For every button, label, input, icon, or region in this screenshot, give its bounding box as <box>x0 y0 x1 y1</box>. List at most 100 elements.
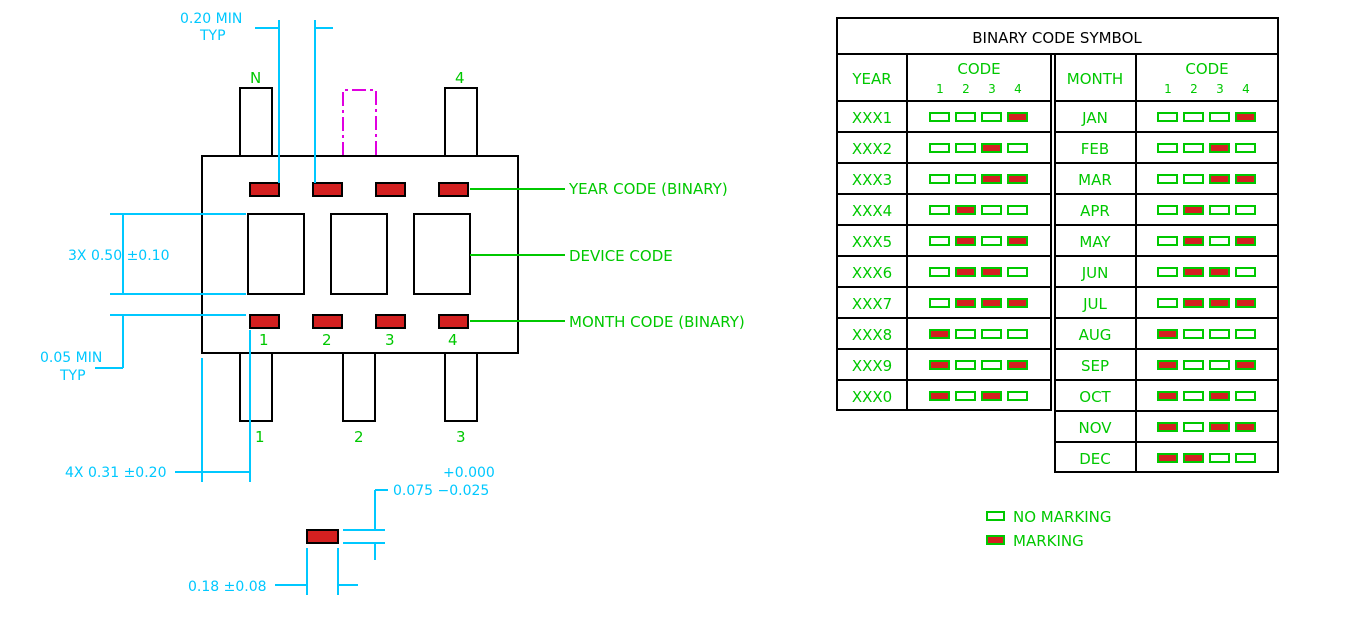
month-bit-cell <box>1235 453 1256 463</box>
month-bit-cell <box>1157 143 1178 153</box>
callouts: YEAR CODE (BINARY) DEVICE CODE MONTH COD… <box>470 180 745 331</box>
month-bit-cell <box>1235 205 1256 215</box>
year-bit-cell <box>929 174 950 184</box>
year-bit-cell <box>1007 360 1028 370</box>
year-bit-cell <box>955 298 976 308</box>
pad-number-3: 3 <box>385 331 395 349</box>
month-bit-cell <box>1209 205 1230 215</box>
dim-pad-height: 3X 0.50 ±0.10 <box>68 248 169 264</box>
year-bit-2: 2 <box>962 82 970 96</box>
device-code-box-1 <box>247 213 305 295</box>
pin-bottom-3 <box>444 352 478 422</box>
month-bit-cell <box>1209 298 1230 308</box>
year-bit-cell <box>1007 329 1028 339</box>
year-bit-cell <box>955 236 976 246</box>
dim-pin-width: 4X 0.31 ±0.20 <box>65 465 166 481</box>
year-bit-cell <box>955 267 976 277</box>
month-row-label: JUL <box>1082 295 1107 313</box>
pin-top-n <box>239 87 273 157</box>
year-row-label: XXX3 <box>852 171 892 189</box>
year-bit-cell <box>955 205 976 215</box>
month-row-label: MAY <box>1079 233 1111 251</box>
year-bit-cell <box>981 174 1002 184</box>
pin-bottom-2 <box>342 352 376 422</box>
pin-bottom-label-2: 2 <box>354 428 364 446</box>
legend-marking-swatch <box>986 535 1005 545</box>
year-bit-cell <box>1007 298 1028 308</box>
legend-marking-label: MARKING <box>1013 532 1084 550</box>
pin-top-4 <box>444 87 478 157</box>
month-bit-cell <box>1209 236 1230 246</box>
year-bit-cell <box>1007 112 1028 122</box>
dim-mark-height-tol: +0.000 <box>443 465 495 481</box>
month-bit-cell <box>1157 422 1178 432</box>
month-row-label: NOV <box>1078 419 1112 437</box>
package-outline-group <box>201 87 519 422</box>
month-row-label: MAR <box>1078 171 1112 189</box>
legend: NO MARKING MARKING <box>986 508 1112 550</box>
month-bit-cell <box>1157 174 1178 184</box>
month-bit-cell <box>1157 360 1178 370</box>
device-code-callout: DEVICE CODE <box>569 247 673 265</box>
month-bit-cell <box>1157 298 1178 308</box>
year-bit-cell <box>929 267 950 277</box>
month-bit-3: 3 <box>1216 82 1224 96</box>
month-row-label: AUG <box>1079 326 1112 344</box>
month-code-callout: MONTH CODE (BINARY) <box>569 313 745 331</box>
month-bit-cell <box>1209 453 1230 463</box>
month-bit-cell <box>1183 298 1204 308</box>
month-bit-cell <box>1209 112 1230 122</box>
dim-mark-width: 0.18 ±0.08 <box>188 579 267 595</box>
year-code-callout: YEAR CODE (BINARY) <box>568 180 728 198</box>
month-row-label: OCT <box>1079 388 1111 406</box>
month-bit-cell <box>1157 112 1178 122</box>
year-bit-cell <box>981 143 1002 153</box>
table-title: BINARY CODE SYMBOL <box>972 29 1142 47</box>
year-row-label: XXX6 <box>852 264 892 282</box>
month-bit-cell <box>1209 329 1230 339</box>
month-bit-cell <box>1209 174 1230 184</box>
month-bit-cell <box>1183 174 1204 184</box>
month-row-label: APR <box>1080 202 1110 220</box>
month-bit-cell <box>1183 205 1204 215</box>
year-bit-cell <box>955 174 976 184</box>
year-bit-cell <box>981 298 1002 308</box>
pad-number-2: 2 <box>322 331 332 349</box>
month-bit-cell <box>1157 205 1178 215</box>
year-mark-3 <box>375 182 406 197</box>
month-row-label: SEP <box>1081 357 1109 375</box>
year-bit-cell <box>929 391 950 401</box>
year-bit-cell <box>981 360 1002 370</box>
pin-bottom-1 <box>239 352 273 422</box>
pin-labels: N 4 1 2 3 4 1 2 3 <box>250 69 466 446</box>
year-bit-cell <box>955 112 976 122</box>
month-bit-cell <box>1183 360 1204 370</box>
dim-side-gap-line2: TYP <box>59 368 86 384</box>
legend-no-marking-swatch <box>986 511 1005 521</box>
year-bit-cell <box>929 329 950 339</box>
month-bit-2: 2 <box>1190 82 1198 96</box>
year-bit-cell <box>929 143 950 153</box>
year-bit-cell <box>1007 391 1028 401</box>
month-mark-1 <box>249 314 280 329</box>
month-mark-4 <box>438 314 469 329</box>
month-bit-cell <box>1183 422 1204 432</box>
year-row-label: XXX1 <box>852 109 892 127</box>
month-bit-cell <box>1235 360 1256 370</box>
year-row-label: XXX0 <box>852 388 892 406</box>
month-code-header: CODE <box>1185 60 1228 78</box>
month-bit-cell <box>1183 391 1204 401</box>
month-bit-cell <box>1183 453 1204 463</box>
month-bit-cell <box>1157 236 1178 246</box>
year-bit-cell <box>981 391 1002 401</box>
year-mark-4 <box>438 182 469 197</box>
year-bit-1: 1 <box>936 82 944 96</box>
pin-top-label-4: 4 <box>455 69 465 87</box>
pin-top-label-n: N <box>250 69 261 87</box>
year-bit-3: 3 <box>988 82 996 96</box>
year-bit-cell <box>1007 143 1028 153</box>
month-bit-cell <box>1209 360 1230 370</box>
year-row-label: XXX9 <box>852 357 892 375</box>
month-bit-cell <box>1183 267 1204 277</box>
